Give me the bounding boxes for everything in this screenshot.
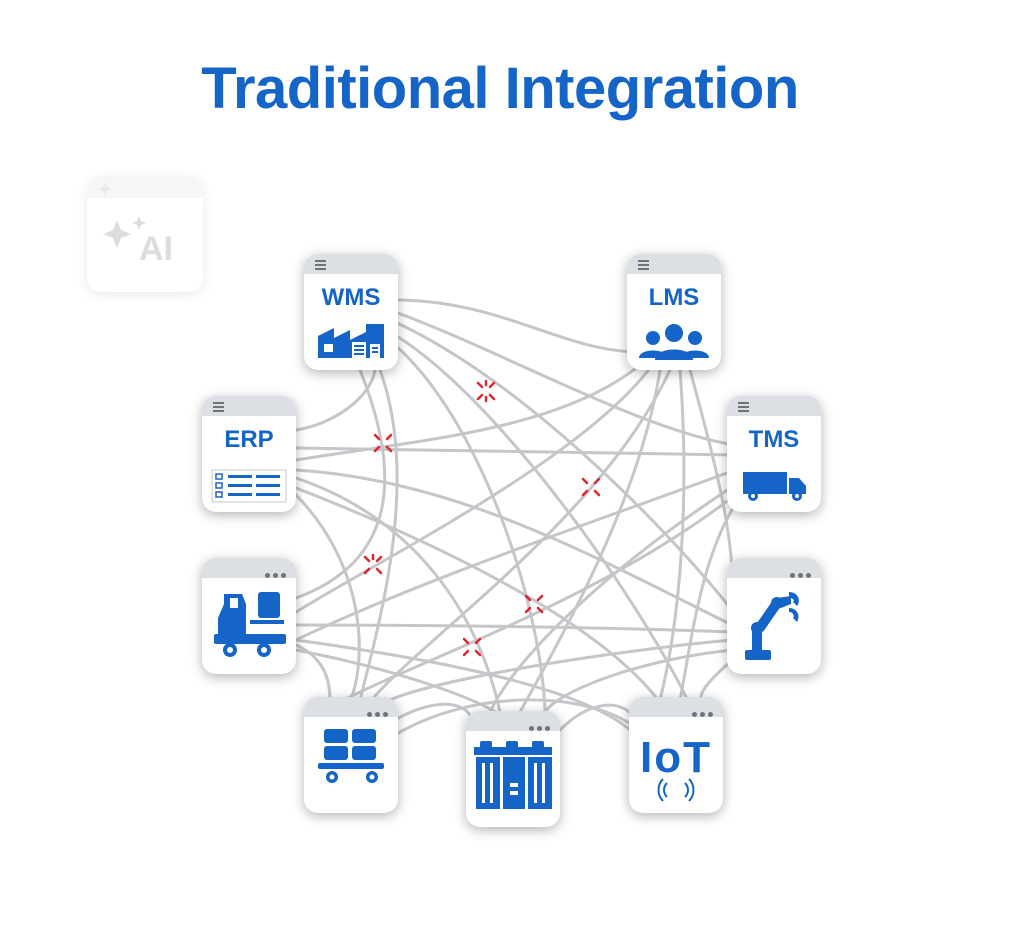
iot-card[interactable]: IoT bbox=[629, 697, 723, 813]
break-markers bbox=[363, 379, 601, 657]
cart-card[interactable] bbox=[304, 697, 398, 813]
cart-icon bbox=[318, 729, 384, 783]
lms-card[interactable]: LMS bbox=[627, 254, 721, 370]
list-form-icon bbox=[211, 469, 287, 503]
tms-label: TMS bbox=[748, 426, 800, 453]
sparkle-icon bbox=[98, 182, 146, 248]
storage-system-card[interactable] bbox=[466, 711, 560, 827]
iot-signal-icon bbox=[657, 778, 695, 802]
truck-icon bbox=[743, 472, 806, 501]
robot-arm-card[interactable] bbox=[727, 558, 821, 674]
ai-label: AI bbox=[139, 230, 173, 268]
ai-card: AI bbox=[87, 176, 203, 292]
wms-label: WMS bbox=[321, 284, 381, 311]
storage-system-icon bbox=[474, 741, 552, 809]
lms-label: LMS bbox=[648, 284, 700, 311]
robot-arm-icon bbox=[745, 592, 799, 660]
erp-card[interactable]: ERP bbox=[202, 396, 296, 512]
page-title: Traditional Integration bbox=[201, 56, 799, 121]
warehouse-icon bbox=[318, 324, 384, 358]
tms-card[interactable]: TMS bbox=[727, 396, 821, 512]
agv-vehicle-icon bbox=[214, 592, 286, 657]
workforce-icon bbox=[639, 324, 709, 360]
wms-card[interactable]: WMS bbox=[304, 254, 398, 370]
erp-label: ERP bbox=[224, 426, 274, 453]
iot-label: IoT bbox=[640, 733, 712, 782]
agv-card[interactable] bbox=[202, 558, 296, 674]
